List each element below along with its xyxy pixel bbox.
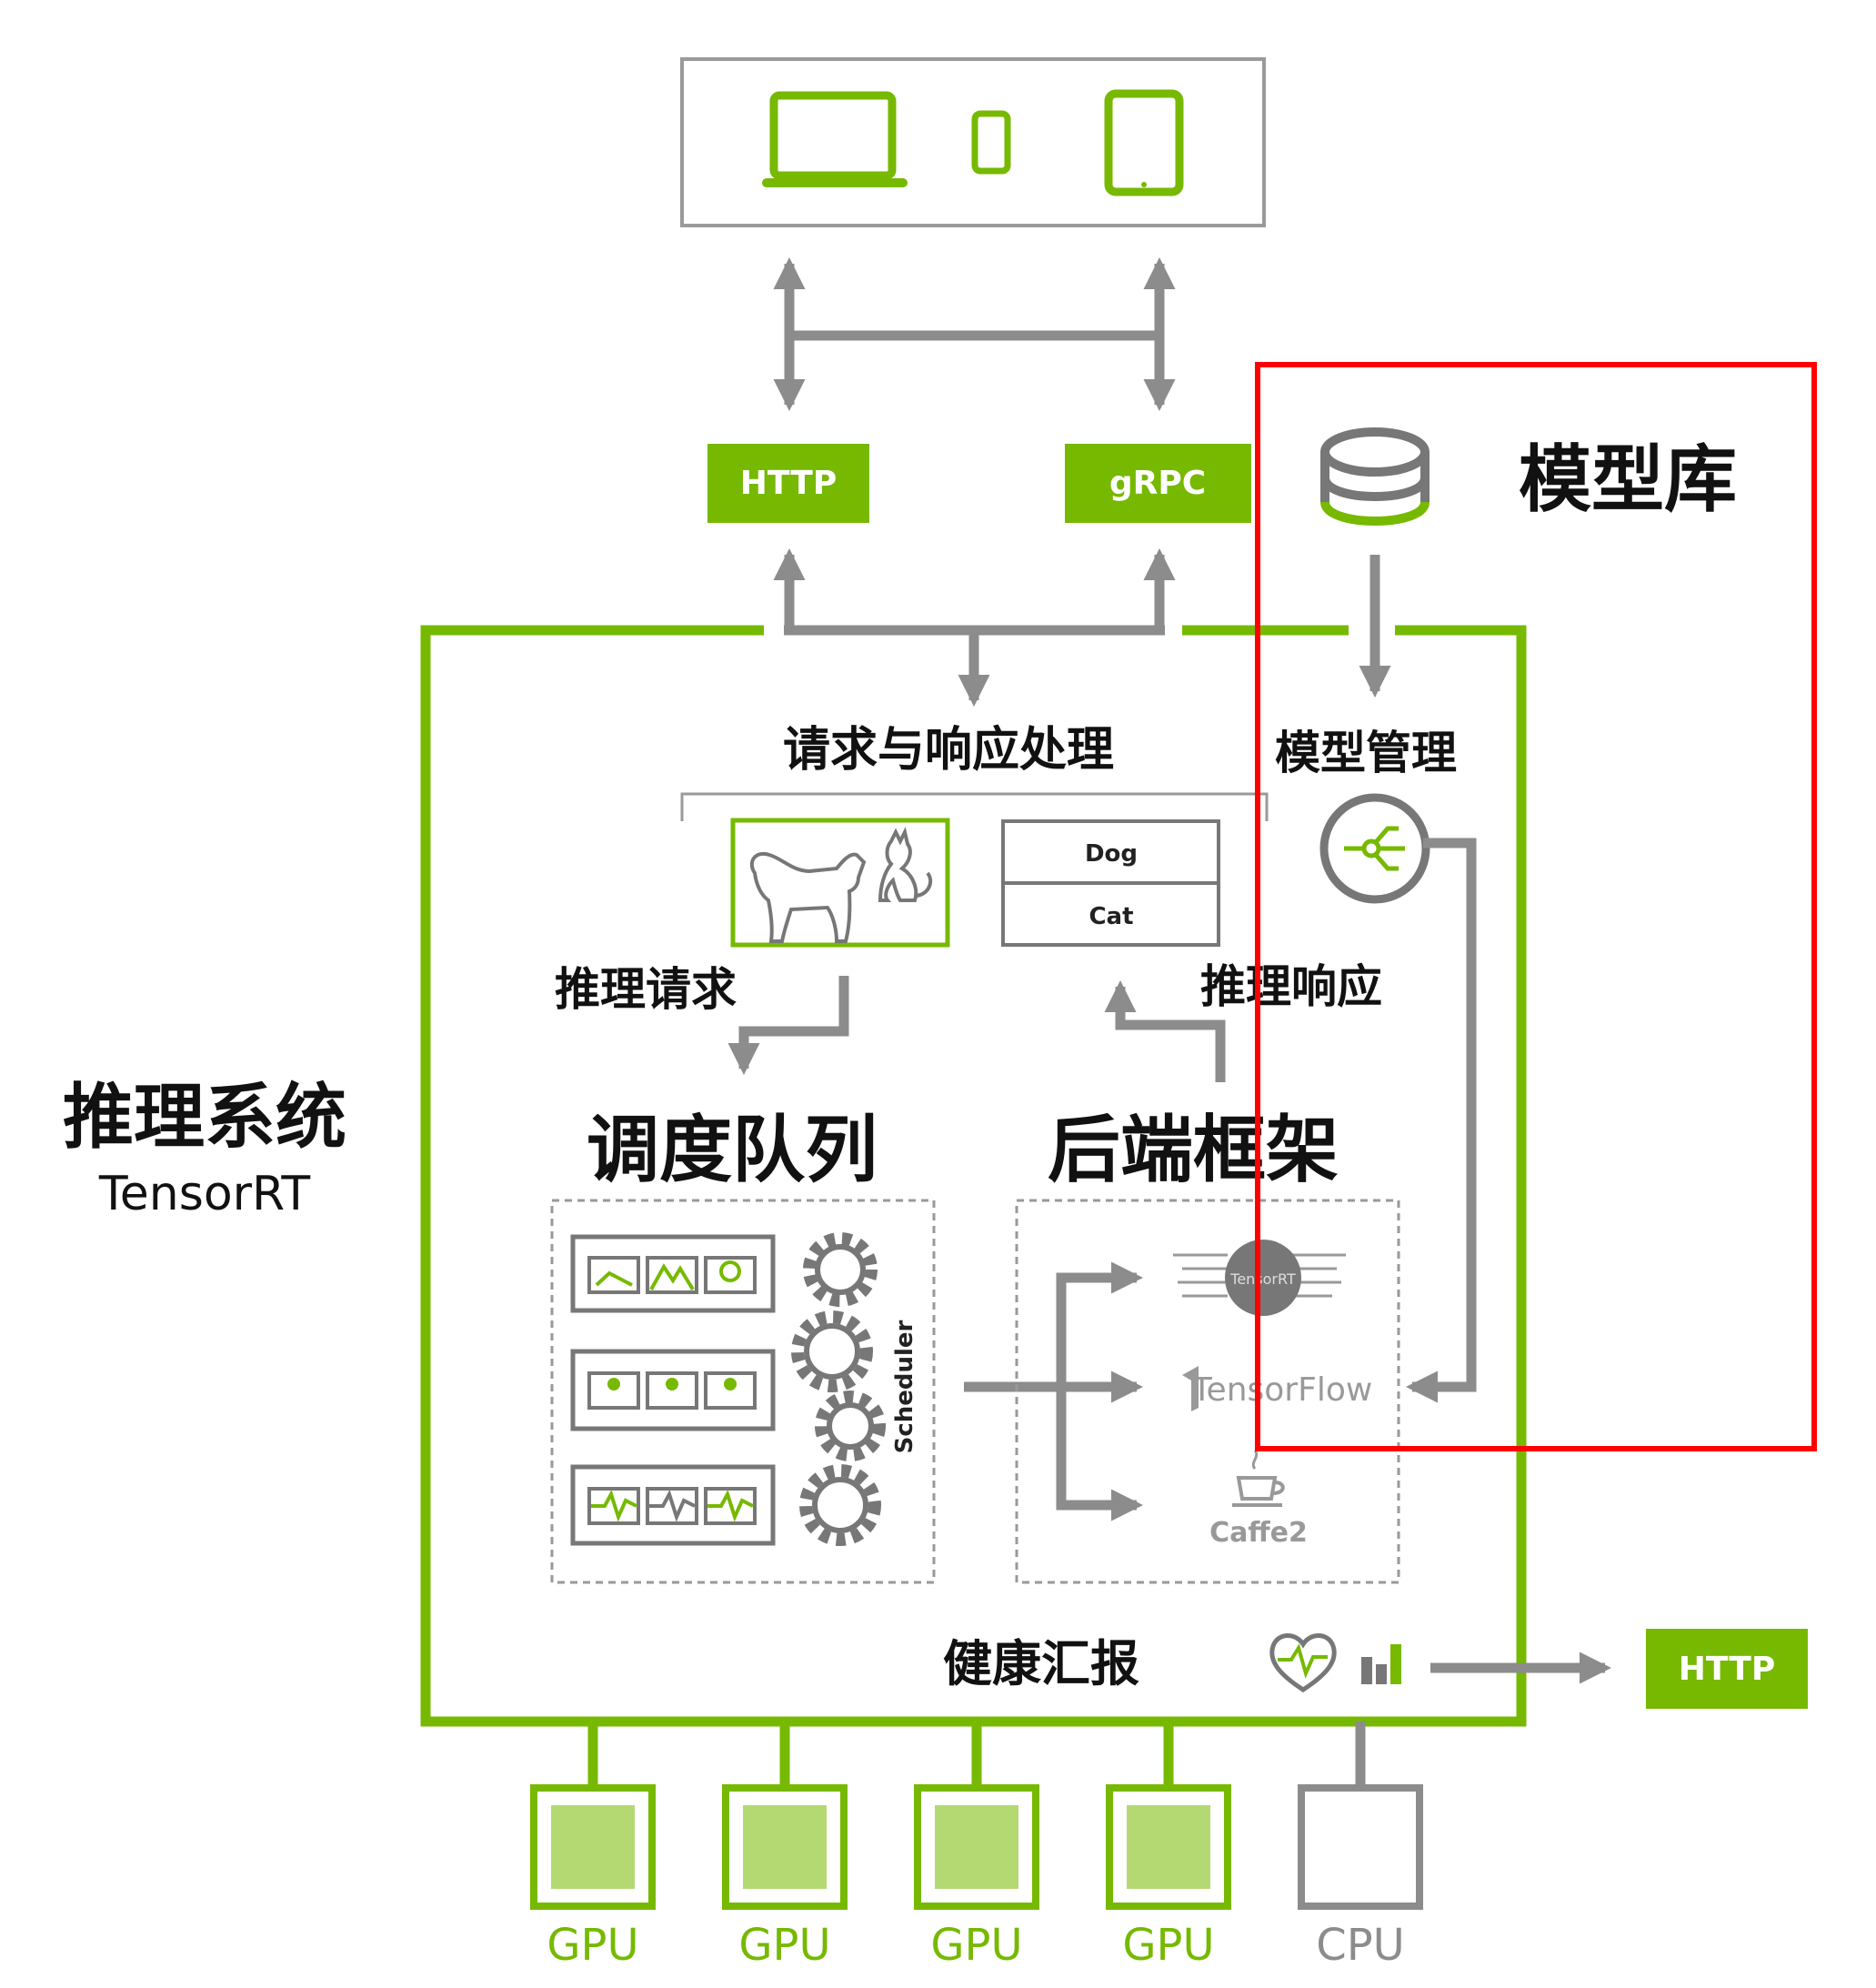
health-http-label: HTTP xyxy=(1679,1651,1775,1688)
heart-rate-icon xyxy=(1269,1633,1337,1692)
backend-box xyxy=(1015,1199,1400,1584)
model-manager-icon xyxy=(1319,793,1430,904)
dog-icon xyxy=(749,851,867,943)
grpc-button-label: gRPC xyxy=(1109,465,1206,502)
backend-title: 后端框架 xyxy=(1048,1108,1339,1192)
gpu-chip-icon xyxy=(722,1784,848,1910)
classification-table xyxy=(1001,819,1220,947)
gpu-chip-icon xyxy=(530,1784,656,1910)
class-dog-label: Dog xyxy=(1085,840,1138,868)
system-subtitle: TensorRT xyxy=(98,1167,311,1221)
model-manager-label: 模型管理 xyxy=(1275,727,1457,779)
hardware-label-gpu-2: GPU xyxy=(738,1920,830,1971)
tensorrt-logo xyxy=(1173,1240,1346,1316)
queue-people xyxy=(570,1349,776,1431)
scheduler-box xyxy=(550,1199,936,1584)
request-response-arrows xyxy=(727,976,1226,1082)
hardware-connectors xyxy=(587,1722,1366,1788)
http-button[interactable] xyxy=(707,444,869,523)
queue-images xyxy=(570,1234,776,1313)
cpu-chip-icon xyxy=(1298,1784,1423,1910)
inference-response-label: 推理响应 xyxy=(1200,960,1382,1013)
laptop-icon xyxy=(762,91,908,187)
model-repo-title: 模型库 xyxy=(1519,437,1737,522)
person-icon xyxy=(587,1371,640,1410)
hardware-label-gpu-3: GPU xyxy=(930,1920,1022,1971)
waveform-icon xyxy=(646,1487,698,1525)
scheduler-label: Scheduler xyxy=(891,1320,918,1453)
gpu-chip-icon xyxy=(1106,1784,1231,1910)
tablet-icon xyxy=(1104,89,1184,196)
tensorrt-logo-label: TensorRT xyxy=(1229,1270,1296,1288)
grpc-button[interactable] xyxy=(1065,444,1251,523)
tensorflow-logo xyxy=(1182,1366,1199,1411)
cat-icon xyxy=(878,827,933,902)
gear-icon xyxy=(803,1232,878,1307)
waveform-icon xyxy=(704,1487,757,1525)
hardware-label-gpu-4: GPU xyxy=(1122,1920,1214,1971)
gear-icon xyxy=(791,1310,873,1392)
clients-box xyxy=(680,57,1266,227)
inference-request-label: 推理请求 xyxy=(555,963,737,1016)
image-icon xyxy=(587,1256,640,1294)
person-icon xyxy=(704,1371,757,1410)
scheduler-title: 调度队列 xyxy=(587,1108,878,1192)
scheduler-gears xyxy=(791,1232,886,1546)
gear-icon xyxy=(799,1464,881,1546)
waveform-icon xyxy=(587,1487,640,1525)
client-protocol-arrows xyxy=(773,256,1176,412)
caffe2-logo xyxy=(1232,1450,1285,1507)
hardware-label-cpu: CPU xyxy=(1316,1920,1405,1971)
phone-icon xyxy=(971,110,1011,175)
gpu-chip-icon xyxy=(914,1784,1039,1910)
database-icon xyxy=(1320,427,1430,526)
system-title: 推理系统 xyxy=(63,1077,346,1159)
mountain-icon xyxy=(646,1256,698,1294)
caffe2-logo-label: Caffe2 xyxy=(1209,1517,1308,1549)
tensorflow-logo-label: TensorFlow xyxy=(1191,1371,1373,1409)
request-response-title: 请求与响应处理 xyxy=(783,723,1114,778)
manager-backend-arrow xyxy=(1405,838,1477,1403)
class-cat-label: Cat xyxy=(1088,903,1133,930)
gear-icon xyxy=(815,1391,886,1461)
http-button-label: HTTP xyxy=(740,465,837,502)
bar-chart-icon xyxy=(1361,1644,1401,1684)
health-report-title: 健康汇报 xyxy=(943,1635,1139,1692)
health-http-button[interactable] xyxy=(1646,1629,1808,1709)
tree-icon xyxy=(704,1256,757,1294)
person-icon xyxy=(646,1371,698,1410)
queue-signals xyxy=(570,1464,776,1546)
input-image-panel xyxy=(730,818,950,948)
hardware-label-gpu-1: GPU xyxy=(547,1920,638,1971)
protocol-system-arrows xyxy=(773,547,1176,708)
scheduler-backend-arrows xyxy=(964,1261,1144,1521)
model-repo-highlight xyxy=(1255,362,1817,1451)
request-response-bracket xyxy=(680,792,1269,821)
